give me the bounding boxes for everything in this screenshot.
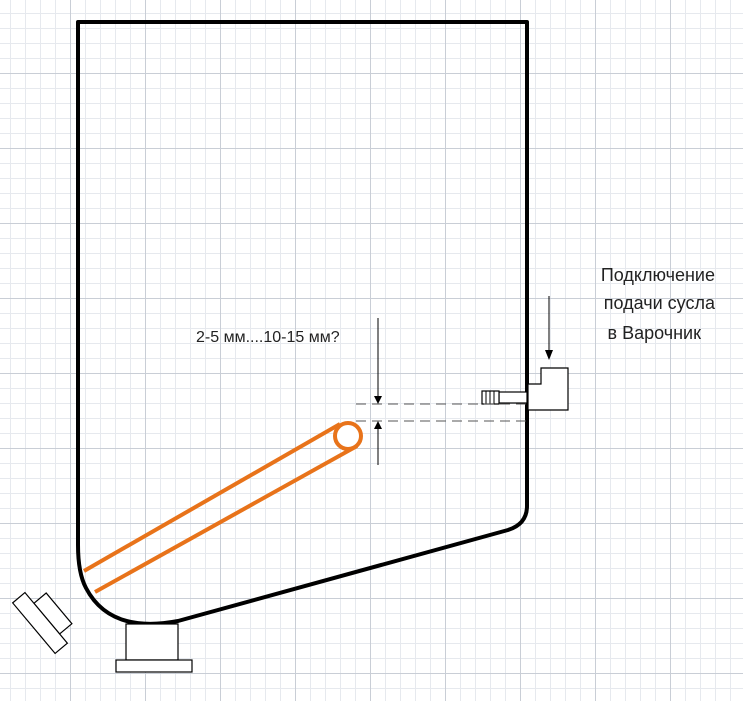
connection-arrow [545,296,553,360]
tube-upper-edge [83,422,341,573]
connection-label-line3: в Варочник [607,323,701,343]
gap-dimension-label: 2-5 мм....10-15 мм? [196,329,340,346]
vessel-outline [76,20,529,626]
connection-label-line2: подачи сусла [603,293,715,313]
connection-label-line1: Подключение [600,265,715,285]
left-flange [11,591,73,655]
bottom-flange [115,623,193,673]
tube-end-circle [333,421,363,451]
tube-lower-edge [94,444,358,594]
dimension-arrows [374,318,382,465]
